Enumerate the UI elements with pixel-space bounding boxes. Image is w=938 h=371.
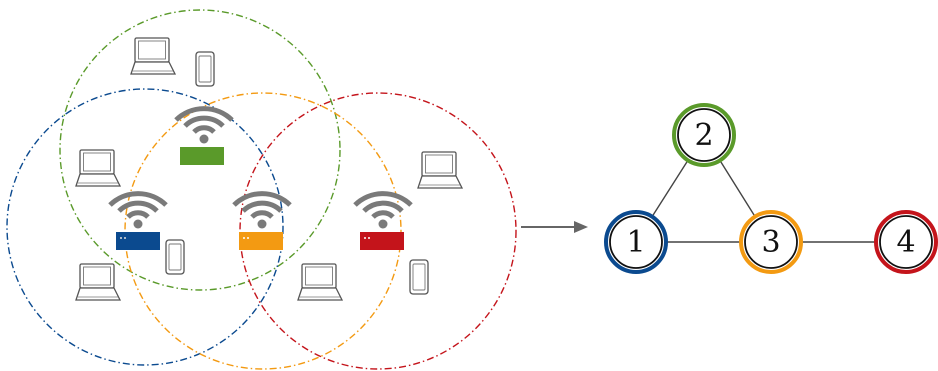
node-4: 4 <box>874 210 938 274</box>
laptop-icon <box>75 263 121 301</box>
graph-edges <box>651 159 876 243</box>
router-icon <box>180 147 224 165</box>
coverage-circle-blue <box>6 88 284 366</box>
coverage-areas <box>6 9 517 370</box>
graph-edge-2-3 <box>719 160 756 217</box>
laptop-icon <box>297 263 343 301</box>
phone-icon <box>165 239 185 275</box>
phones <box>165 51 429 295</box>
node-1-inner <box>609 215 663 269</box>
access-point-red <box>355 194 411 250</box>
access-point-green <box>176 109 232 165</box>
transform-arrow <box>521 221 588 233</box>
node-2-inner <box>677 108 731 162</box>
node-3-label: 3 <box>761 225 780 260</box>
node-2-label: 2 <box>694 118 713 153</box>
laptop-icon <box>417 151 463 189</box>
node-2: 2 <box>672 103 736 167</box>
conflict-graph: 1 2 3 4 <box>604 103 938 274</box>
phone-icon <box>195 51 215 87</box>
router-icon <box>116 232 160 250</box>
access-point-orange <box>234 194 290 250</box>
laptop-icon <box>75 149 121 187</box>
router-icon <box>360 232 404 250</box>
access-point-blue <box>110 194 166 250</box>
wifi-icon <box>355 194 411 229</box>
phone-icon <box>409 259 429 295</box>
node-4-inner <box>879 215 933 269</box>
coverage-circle-green <box>59 9 341 291</box>
wifi-icon <box>110 194 166 229</box>
node-3: 3 <box>739 210 803 274</box>
router-icon <box>239 232 283 250</box>
node-4-label: 4 <box>896 225 915 260</box>
node-1-label: 1 <box>626 225 645 260</box>
wifi-icon <box>176 109 232 144</box>
graph-nodes: 1 2 3 4 <box>604 103 938 274</box>
coverage-circle-red <box>239 92 517 370</box>
laptop-icon <box>130 37 176 75</box>
wifi-icon <box>234 194 290 229</box>
laptops <box>75 37 463 301</box>
graph-edge-1-2 <box>651 159 689 218</box>
node-1: 1 <box>604 210 668 274</box>
arrow-head-icon <box>574 221 588 233</box>
coverage-circle-orange <box>124 92 402 370</box>
node-3-inner <box>744 215 798 269</box>
